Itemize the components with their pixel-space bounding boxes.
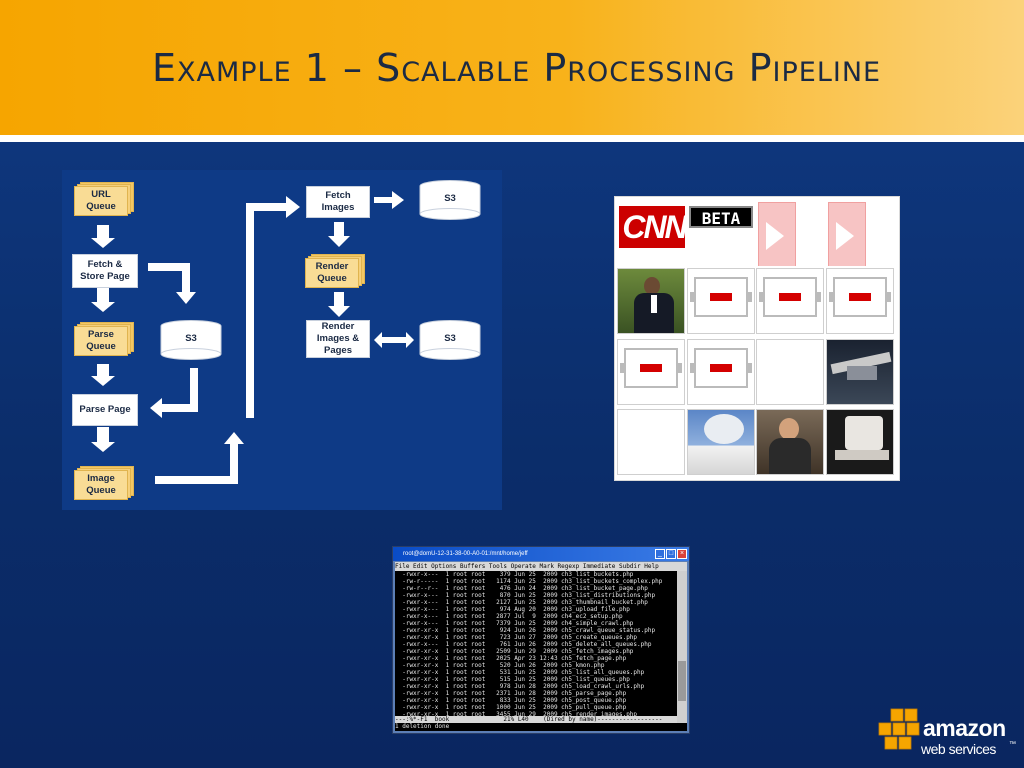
arrow-image-to-fetch	[155, 432, 244, 484]
laptop-photo-thumb	[826, 409, 894, 475]
file-line[interactable]: -rwxr-x--- 1 root root 2877 Jul 9 2009 c…	[395, 613, 623, 620]
file-line[interactable]: -rwxr-x--- 1 root root 7379 Jun 25 2009 …	[395, 620, 634, 627]
file-line[interactable]: -rwxr-xr-x 1 root root 3455 Jun 29 2009 …	[395, 711, 638, 718]
cnn-logo-thumb: CNN	[617, 200, 685, 266]
file-line[interactable]: -rwxr-xr-x 1 root root 833 Jun 25 2009 c…	[395, 697, 627, 704]
broken-image-thumb	[687, 339, 755, 405]
file-line[interactable]: -rwxr-x--- 1 root root 379 Jun 25 2009 c…	[395, 571, 634, 578]
minibuffer: 1 deletion done	[395, 723, 687, 731]
emacs-terminal-window: root@domU-12-31-38-00-A0-01:/mnt/home/je…	[392, 546, 690, 734]
arrow-renderqueue-to-render	[328, 292, 350, 317]
file-line[interactable]: -rw-r--r-- 1 root root 476 Jun 24 2009 c…	[395, 585, 648, 592]
aws-cubes-icon	[878, 708, 920, 750]
portrait-photo-thumb	[756, 409, 824, 475]
minimize-button[interactable]: _	[655, 549, 665, 559]
fetch-store-page-box: Fetch & Store Page	[72, 254, 138, 288]
s3-bottom-label: S3	[444, 333, 456, 344]
file-line[interactable]: -rwxr-x--- 1 root root 761 Jun 26 2009 c…	[395, 641, 652, 648]
file-line[interactable]: -rwxr-xr-x 1 root root 2509 Jun 29 2009 …	[395, 648, 634, 655]
arrow-fetch-images-to-s3	[374, 191, 404, 209]
maximize-button[interactable]: □	[666, 549, 676, 559]
mode-line: ---:%*-F1 book 21% L40 (Dired by name)--…	[395, 716, 677, 723]
parse-page-box: Parse Page	[72, 394, 138, 426]
slide-header	[0, 0, 1024, 135]
s3-storage-middle: S3	[160, 320, 222, 360]
broken-image-thumb	[687, 268, 755, 334]
aws-logo-word-webservices: web services	[921, 741, 996, 757]
file-line[interactable]: -rwxr-xr-x 1 root root 515 Jun 25 2009 c…	[395, 676, 630, 683]
s3-storage-bottom: S3	[419, 320, 481, 360]
file-line[interactable]: -rw-r----- 1 root root 1174 Jun 25 2009 …	[395, 578, 663, 585]
header-divider	[0, 135, 1024, 142]
pipeline-arrows	[91, 191, 414, 484]
close-button[interactable]: ×	[677, 549, 687, 559]
parse-queue: Parse Queue	[74, 322, 134, 356]
aws-logo-word-amazon: amazon	[923, 715, 1006, 741]
dired-listing[interactable]: -rwxr-x--- 1 root root 379 Jun 25 2009 c…	[395, 571, 677, 723]
file-line[interactable]: -rwxr-xr-x 1 root root 924 Jun 26 2009 c…	[395, 627, 656, 634]
window-title: root@domU-12-31-38-00-A0-01:/mnt/home/je…	[403, 551, 528, 557]
broken-image-thumb	[826, 268, 894, 334]
beta-label: BETA	[689, 206, 753, 228]
arrow-url-to-fetch	[91, 225, 115, 248]
satellite-photo-thumb	[826, 339, 894, 405]
speaker-photo-thumb	[617, 268, 685, 334]
menu-bar[interactable]: File Edit Options Buffers Tools Operate …	[395, 562, 687, 571]
volcano-photo-thumb	[687, 409, 755, 475]
s3-storage-top: S3	[419, 180, 481, 220]
file-line[interactable]: -rwxr-x--- 1 root root 870 Jun 25 2009 c…	[395, 592, 656, 599]
parse-queue-label: Parse Queue	[74, 326, 128, 356]
file-line[interactable]: -rwxr-xr-x 1 root root 723 Jun 27 2009 c…	[395, 634, 638, 641]
pink-graphic-thumb-2	[826, 200, 894, 266]
render-queue: Render Queue	[305, 254, 365, 288]
arrow-fetch-to-render-queue	[328, 222, 350, 247]
s3-middle-label: S3	[185, 333, 197, 344]
file-line[interactable]: -rwxr-xr-x 1 root root 2025 Apr 23 12:43…	[395, 655, 627, 662]
arrow-render-s3-bidir	[374, 332, 414, 348]
file-line[interactable]: -rwxr-x--- 1 root root 2127 Jun 25 2009 …	[395, 599, 648, 606]
empty-thumb	[756, 339, 824, 405]
pipeline-diagram: URL Queue Fetch & Store Page Parse Queue…	[62, 170, 502, 510]
arrow-fetch-to-parse	[91, 288, 115, 312]
arrow-parsequeue-to-parse	[91, 364, 115, 386]
image-queue: Image Queue	[74, 466, 134, 500]
cnn-logo-text: CNN	[622, 209, 685, 245]
s3-top-label: S3	[444, 193, 456, 204]
file-line[interactable]: -rwxr-xr-x 1 root root 978 Jun 28 2009 c…	[395, 683, 645, 690]
aws-logo: amazon web services ™	[877, 705, 1017, 761]
arrow-up-to-fetch-images	[238, 196, 300, 418]
window-title-bar[interactable]: root@domU-12-31-38-00-A0-01:/mnt/home/je…	[393, 547, 689, 561]
scrollbar[interactable]	[677, 571, 687, 723]
empty-thumb	[617, 409, 685, 475]
render-images-box: Render Images & Pages	[306, 320, 370, 358]
file-line[interactable]: -rwxr-xr-x 1 root root 1000 Jun 25 2009 …	[395, 704, 627, 711]
url-queue: URL Queue	[74, 182, 134, 216]
trademark-symbol: ™	[1009, 741, 1016, 748]
arrow-s3-to-parse	[150, 368, 198, 418]
thumbnail-grid: CNN BETA	[614, 196, 900, 481]
pink-graphic-thumb	[756, 200, 824, 266]
broken-image-thumb	[617, 339, 685, 405]
arrow-parse-to-image	[91, 427, 115, 452]
render-queue-label: Render Queue	[305, 258, 359, 288]
image-queue-label: Image Queue	[74, 470, 128, 500]
beta-thumb: BETA	[687, 200, 755, 266]
file-line-cursor[interactable]: -rwxr-xr-x 1 root root 520 Jun 26 2009 c…	[395, 662, 605, 669]
file-line[interactable]: -rwxr-xr-x 1 root root 2371 Jun 28 2009 …	[395, 690, 627, 697]
broken-image-thumb	[756, 268, 824, 334]
url-queue-label: URL Queue	[74, 186, 128, 216]
file-line[interactable]: -rwxr-x--- 1 root root 974 Aug 20 2009 c…	[395, 606, 630, 613]
arrow-fetch-to-s3	[148, 263, 196, 304]
slide-title: Example 1 – Scalable Processing Pipeline	[152, 46, 882, 90]
file-line[interactable]: -rwxr-xr-x 1 root root 531 Jun 25 2009 c…	[395, 669, 645, 676]
fetch-images-box: Fetch Images	[306, 186, 370, 218]
